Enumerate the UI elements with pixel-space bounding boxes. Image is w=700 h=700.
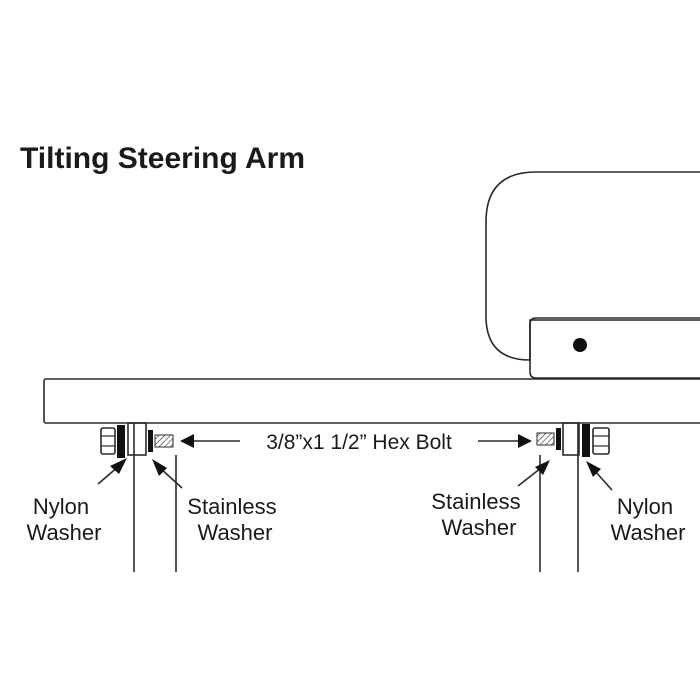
right-stainless-washer [556, 428, 561, 450]
left-stainless-washer [148, 430, 153, 452]
mounting-hole [573, 338, 587, 352]
bolt-arrow-right-head [518, 434, 532, 448]
horizontal-bar [43, 378, 700, 424]
right-nylon-leader [593, 469, 613, 491]
left-bolt-assembly [100, 422, 174, 458]
right-stainless-label: Stainless Washer [431, 489, 526, 540]
left-stainless-arrowhead [152, 459, 167, 476]
steering-arm-housing [485, 171, 700, 361]
right-stainless-leader [517, 467, 542, 487]
left-nylon-arrowhead [110, 458, 127, 474]
right-bolt-thread [536, 432, 555, 446]
left-bracket-flange [127, 422, 147, 456]
left-nylon-washer [117, 425, 125, 458]
right-nylon-arrowhead [586, 461, 601, 477]
right-nylon-washer [582, 424, 590, 457]
left-hex-nut [100, 427, 116, 455]
right-nylon-label: Nylon Washer [611, 494, 686, 545]
right-hex-nut [592, 427, 610, 455]
right-stainless-arrowhead [535, 460, 550, 475]
left-nylon-label: Nylon Washer [27, 494, 102, 545]
hex-bolt-label: 3/8”x1 1/2” Hex Bolt [266, 431, 452, 454]
right-bracket-flange [562, 422, 580, 456]
mounting-plate [529, 317, 700, 379]
bolt-arrow-left-head [180, 434, 194, 448]
left-bolt-thread [154, 434, 174, 448]
diagram-title: Tilting Steering Arm [20, 142, 305, 175]
right-bolt-assembly [536, 422, 610, 457]
left-stainless-leader [159, 467, 183, 489]
left-stainless-label: Stainless Washer [187, 494, 282, 545]
